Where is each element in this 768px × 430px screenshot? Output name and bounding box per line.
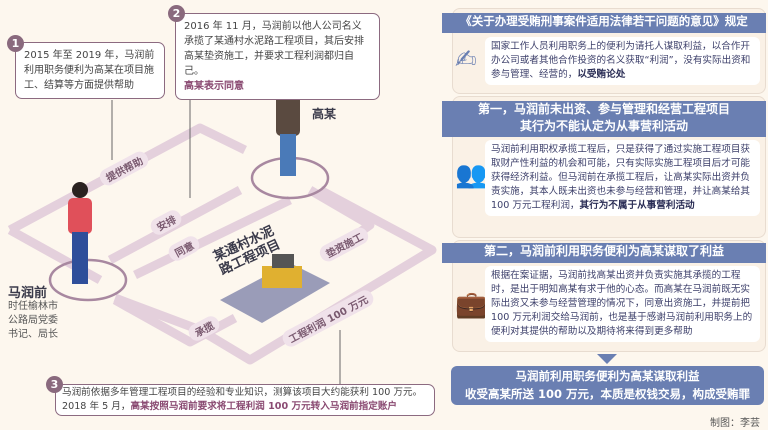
step-2-highlight: 高某表示同意 [184, 81, 244, 92]
people-icon: 👥 [455, 160, 488, 190]
ma-title: 时任榆林市公路局党委书记、局长 [8, 301, 58, 340]
flow-profit-path [113, 186, 437, 365]
briefcase-yen-icon: 💼 [455, 290, 488, 320]
section-1-text: 马润前利用职权承揽工程后，只是获得了通过实施工程项目获取财产性利益的机会和可能，… [485, 140, 760, 216]
flow-contract-path [112, 296, 238, 347]
step-3-badge: 3 [46, 376, 63, 393]
section-1-title-line1: 第一，马润前未出资、参与管理和经营工程项目 [477, 102, 730, 116]
step-2-note: 2016 年 11 月，马润前以他人公司名义承揽了某通村水泥路工程项目，其后安排… [175, 13, 380, 100]
flow-agree-path [133, 195, 292, 280]
step-3-highlight: 高某按照马润前要求将工程利润 100 万元转入马润前指定账户 [130, 401, 398, 412]
step-3-note: 马润前依据多年管理工程项目的经验和专业知识，测算该项目大约能获利 100 万元。… [55, 384, 435, 416]
section-1-body: 马润前利用职权承揽工程后，只是获得了通过实施工程项目获取财产性利益的机会和可能，… [491, 144, 751, 211]
section-1-title-line2: 其行为不能认定为从事营利活动 [519, 119, 688, 133]
step-1-badge: 1 [7, 35, 24, 52]
rule-title: 《关于办理受贿刑事案件适用法律若干问题的意见》规定 [442, 13, 766, 33]
rule-bold: 以受贿论处 [577, 69, 626, 80]
road-roller-illustration [220, 254, 330, 323]
section-2-title: 第二，马润前利用职务便利为高某谋取了利益 [442, 243, 766, 263]
flow-help-path [7, 123, 247, 234]
step-2-badge: 2 [168, 5, 185, 22]
section-1-title: 第一，马润前未出资、参与管理和经营工程项目其行为不能认定为从事营利活动 [442, 101, 766, 137]
section-1-bold: 其行为不属于从事营利活动 [579, 200, 695, 211]
rule-body: 国家工作人员利用职务上的便利为请托人谋取利益，以合作开办公司或者其他合作投资的名… [491, 41, 751, 80]
flow-diagram [7, 78, 437, 384]
credit: 制图：李芸 [710, 418, 760, 429]
step-1-note: 2015 年至 2019 年，马润前利用职务便利为高某在项目施工、结算等方面提供… [15, 42, 165, 99]
conclusion-line1: 马润前利用职务便利为高某谋取利益 [515, 369, 700, 383]
document-pen-icon: ✍ [455, 45, 477, 75]
ma-figure [68, 182, 92, 284]
conclusion-box: 马润前利用职务便利为高某谋取利益收受高某所送 100 万元，本质是权钱交易，构成… [451, 366, 764, 405]
conclusion-line2: 收受高某所送 100 万元，本质是权钱交易，构成受贿罪 [464, 387, 750, 401]
step-1-text: 2015 年至 2019 年，马润前利用职务便利为高某在项目施工、结算等方面提供… [24, 50, 155, 91]
step-2-text: 2016 年 11 月，马润前以他人公司名义承揽了某通村水泥路工程项目，其后安排… [184, 21, 364, 77]
gao-name: 高某 [312, 107, 337, 121]
step-3-text: 马润前依据多年管理工程项目的经验和专业知识，测算该项目大约能获利 100 万元。… [62, 387, 423, 412]
rule-text: 国家工作人员利用职务上的便利为请托人谋取利益，以合作开办公司或者其他合作投资的名… [485, 37, 760, 85]
ma-name: 马润前 [8, 286, 48, 301]
section-2-text: 根据在案证据，马润前找高某出资并负责实施其承揽的工程时，是出于明知高某有求于他的… [485, 266, 760, 342]
down-arrow-icon [597, 354, 617, 364]
